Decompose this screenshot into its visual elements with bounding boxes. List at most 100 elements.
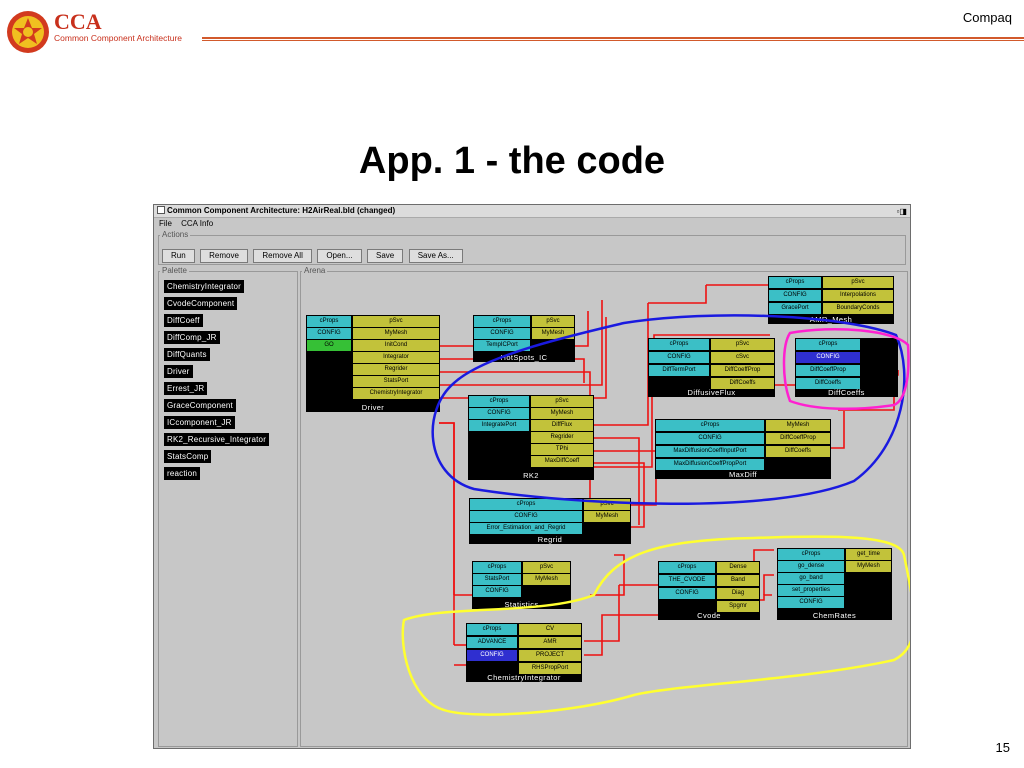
port[interactable]: Regrider [531,432,593,443]
port[interactable]: MaxDiffCoeff [531,456,593,467]
window-titlebar[interactable]: Common Component Architecture: H2AirReal… [154,205,910,218]
remove-button[interactable]: Remove [200,249,248,263]
port[interactable]: get_time [846,549,891,560]
port[interactable]: CONFIG [659,588,715,599]
port[interactable]: IntegratePort [469,420,529,431]
port[interactable]: pSvc [584,499,630,510]
port[interactable]: ADVANCE [467,637,517,648]
port[interactable]: DiffCoeffs [766,446,830,457]
port[interactable]: CONFIG [470,511,582,522]
port[interactable]: cProps [307,316,351,327]
port[interactable]: cProps [469,396,529,407]
port[interactable]: MyMesh [584,511,630,522]
port[interactable]: Dense [717,562,759,573]
port[interactable]: TempICPort [474,340,530,351]
port[interactable]: pSvc [823,277,893,288]
port[interactable]: CONFIG [469,408,529,419]
save-as-button[interactable]: Save As... [408,249,463,263]
port[interactable]: TPhi [531,444,593,455]
save-button[interactable]: Save [367,249,404,263]
port[interactable]: Band [717,575,759,586]
port[interactable]: StatsPort [353,376,439,387]
port[interactable]: pSvc [523,562,570,573]
port[interactable]: CONFIG [473,586,521,597]
port[interactable]: cProps [796,339,860,350]
palette-item[interactable]: RK2_Recursive_Integrator [164,433,270,446]
menu-cca-info[interactable]: CCA Info [181,219,214,228]
component-hotspots-ic[interactable]: cProps pSvc CONFIG MyMesh TempICPort Hot… [473,315,575,362]
port[interactable]: MyMesh [766,420,830,431]
port[interactable]: pSvc [353,316,439,327]
port[interactable]: DiffCoeffs [711,378,774,389]
port[interactable]: THE_CVODE [659,575,715,586]
port[interactable]: pSvc [711,339,774,350]
palette-item[interactable]: DiffCoeff [164,314,203,327]
port[interactable]: cProps [656,420,764,431]
port[interactable]: go_dense [778,561,844,572]
port[interactable]: cProps [649,339,709,350]
port[interactable]: Error_Estimation_and_Regrid [470,523,582,534]
port[interactable]: CONFIG [769,290,821,301]
port[interactable]: DiffTermPort [649,365,709,376]
port[interactable]: Integrator [353,352,439,363]
port[interactable]: Interpolations [823,290,893,301]
port[interactable]: GO [307,340,351,351]
port[interactable]: MyMesh [532,328,574,339]
component-chemrates[interactable]: cProps get_time go_dense MyMesh go_band … [777,548,892,620]
port[interactable]: CONFIG [467,650,517,661]
port[interactable]: InitCond [353,340,439,351]
run-button[interactable]: Run [162,249,195,263]
port[interactable]: cProps [778,549,844,560]
port[interactable]: ChemistryIntegrator [353,388,439,399]
port[interactable]: DiffCoeffProp [711,365,774,376]
port[interactable]: pSvc [532,316,574,327]
palette-item[interactable]: ICcomponent_JR [164,416,235,429]
port[interactable]: CONFIG [649,352,709,363]
port[interactable]: cProps [769,277,821,288]
port[interactable]: cProps [659,562,715,573]
palette-item[interactable]: reaction [164,467,201,480]
port[interactable]: DiffCoeffProp [766,433,830,444]
menu-file[interactable]: File [159,219,172,228]
port[interactable]: CV [519,624,581,635]
port[interactable]: cProps [474,316,530,327]
palette-item[interactable]: CvodeComponent [164,297,238,310]
component-diffusiveflux[interactable]: cProps pSvc CONFIG cSvc DiffTermPort Dif… [648,338,775,397]
port[interactable]: cSvc [711,352,774,363]
palette-item[interactable]: GraceComponent [164,399,236,412]
port[interactable]: CONFIG [474,328,530,339]
port[interactable]: cProps [470,499,582,510]
port[interactable]: MaxDiffusionCoeffInputPort [656,446,764,457]
window-menu-icon[interactable] [157,206,165,214]
port[interactable]: PROJECT [519,650,581,661]
component-maxdiff[interactable]: cProps MyMesh CONFIG DiffCoeffProp MaxDi… [655,419,831,479]
palette-item[interactable]: Errest_JR [164,382,208,395]
port[interactable]: AMR [519,637,581,648]
port[interactable]: GracePort [769,303,821,314]
port[interactable]: cProps [473,562,521,573]
port[interactable]: RHSPropPort [519,663,581,674]
window-controls-icon[interactable]: ▫◨ [896,207,907,216]
port[interactable]: DiffCoeffs [796,378,860,389]
component-amr-mesh[interactable]: cProps pSvc CONFIG Interpolations GraceP… [768,276,894,324]
port[interactable]: MyMesh [523,574,570,585]
port[interactable]: CONFIG [656,433,764,444]
port[interactable]: Diag [717,588,759,599]
component-diffcoeffs[interactable]: cProps CONFIG DiffCoeffProp DiffCoeffs D… [795,338,898,397]
port[interactable]: Spgmr [717,601,759,612]
port[interactable]: set_properties [778,585,844,596]
port[interactable]: cProps [467,624,517,635]
component-driver[interactable]: cProps pSvc CONFIG MyMesh GO InitCond In… [306,315,440,412]
palette-item[interactable]: Driver [164,365,193,378]
port[interactable]: MyMesh [353,328,439,339]
port[interactable]: CONFIG [796,352,860,363]
palette-item[interactable]: StatsComp [164,450,212,463]
port[interactable]: CONFIG [307,328,351,339]
palette-item[interactable]: DiffQuants [164,348,210,361]
port[interactable]: MyMesh [846,561,891,572]
component-cvode[interactable]: cProps Dense THE_CVODE Band CONFIG Diag … [658,561,760,620]
port[interactable]: Regrider [353,364,439,375]
component-chemistryintegrator[interactable]: cProps CV ADVANCE AMR CONFIG PROJECT RHS… [466,623,582,682]
port[interactable]: go_band [778,573,844,584]
port[interactable]: StatsPort [473,574,521,585]
